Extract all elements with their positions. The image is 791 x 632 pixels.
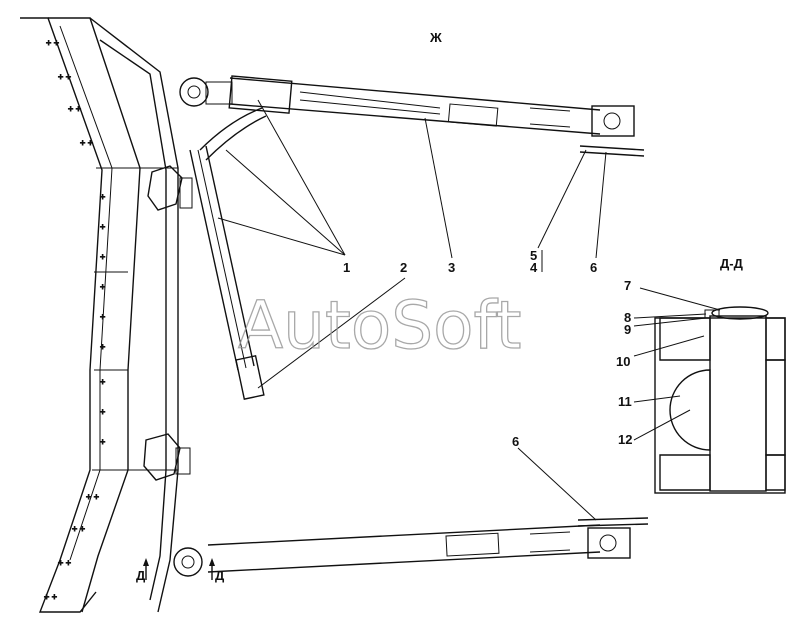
svg-text:+: +: [100, 312, 105, 322]
callout-12: 12: [618, 432, 632, 447]
dozer-blade: + + + + + + + + + + + + + + + + + + + + …: [20, 17, 193, 613]
tilt-brace: [189, 107, 267, 400]
section-detail: [654, 306, 786, 494]
svg-text:+ +: + +: [58, 72, 71, 82]
svg-text:+: +: [100, 407, 105, 417]
callout-6a: 6: [590, 260, 597, 275]
callout-6b: 6: [512, 434, 519, 449]
callout-11: 11: [618, 394, 632, 409]
svg-text:+: +: [100, 377, 105, 387]
svg-text:+ +: + +: [86, 492, 99, 502]
callout-10: 10: [616, 354, 630, 369]
callout-1: 1: [343, 260, 350, 275]
callout-9: 9: [624, 322, 631, 337]
callout-7: 7: [624, 278, 631, 293]
svg-text:+: +: [100, 222, 105, 232]
svg-text:+ +: + +: [58, 558, 71, 568]
upper-push-arm: [179, 75, 645, 157]
svg-text:+: +: [100, 282, 105, 292]
section-markers: [143, 558, 215, 580]
svg-text:+ +: + +: [80, 138, 93, 148]
svg-text:+: +: [100, 192, 105, 202]
svg-text:+ +: + +: [68, 104, 81, 114]
svg-text:+ +: + +: [72, 524, 85, 534]
callout-3: 3: [448, 260, 455, 275]
leader-lines: [217, 99, 721, 521]
view-label: Ж: [429, 30, 442, 45]
section-marker-right: Д: [215, 568, 225, 583]
svg-text:+: +: [100, 437, 105, 447]
callout-2: 2: [400, 260, 407, 275]
callout-8: 8: [624, 310, 631, 325]
svg-text:+: +: [100, 252, 105, 262]
svg-text:+: +: [100, 342, 105, 352]
svg-text:+ +: + +: [46, 38, 59, 48]
watermark: AutoSoft: [238, 287, 521, 364]
svg-text:+ +: + +: [44, 592, 57, 602]
section-label: Д-Д: [720, 256, 744, 271]
section-marker-left: Д: [136, 568, 146, 583]
callout-5: 5: [530, 248, 537, 263]
callout-4: 4: [530, 260, 538, 275]
lower-push-arm: [173, 517, 649, 577]
